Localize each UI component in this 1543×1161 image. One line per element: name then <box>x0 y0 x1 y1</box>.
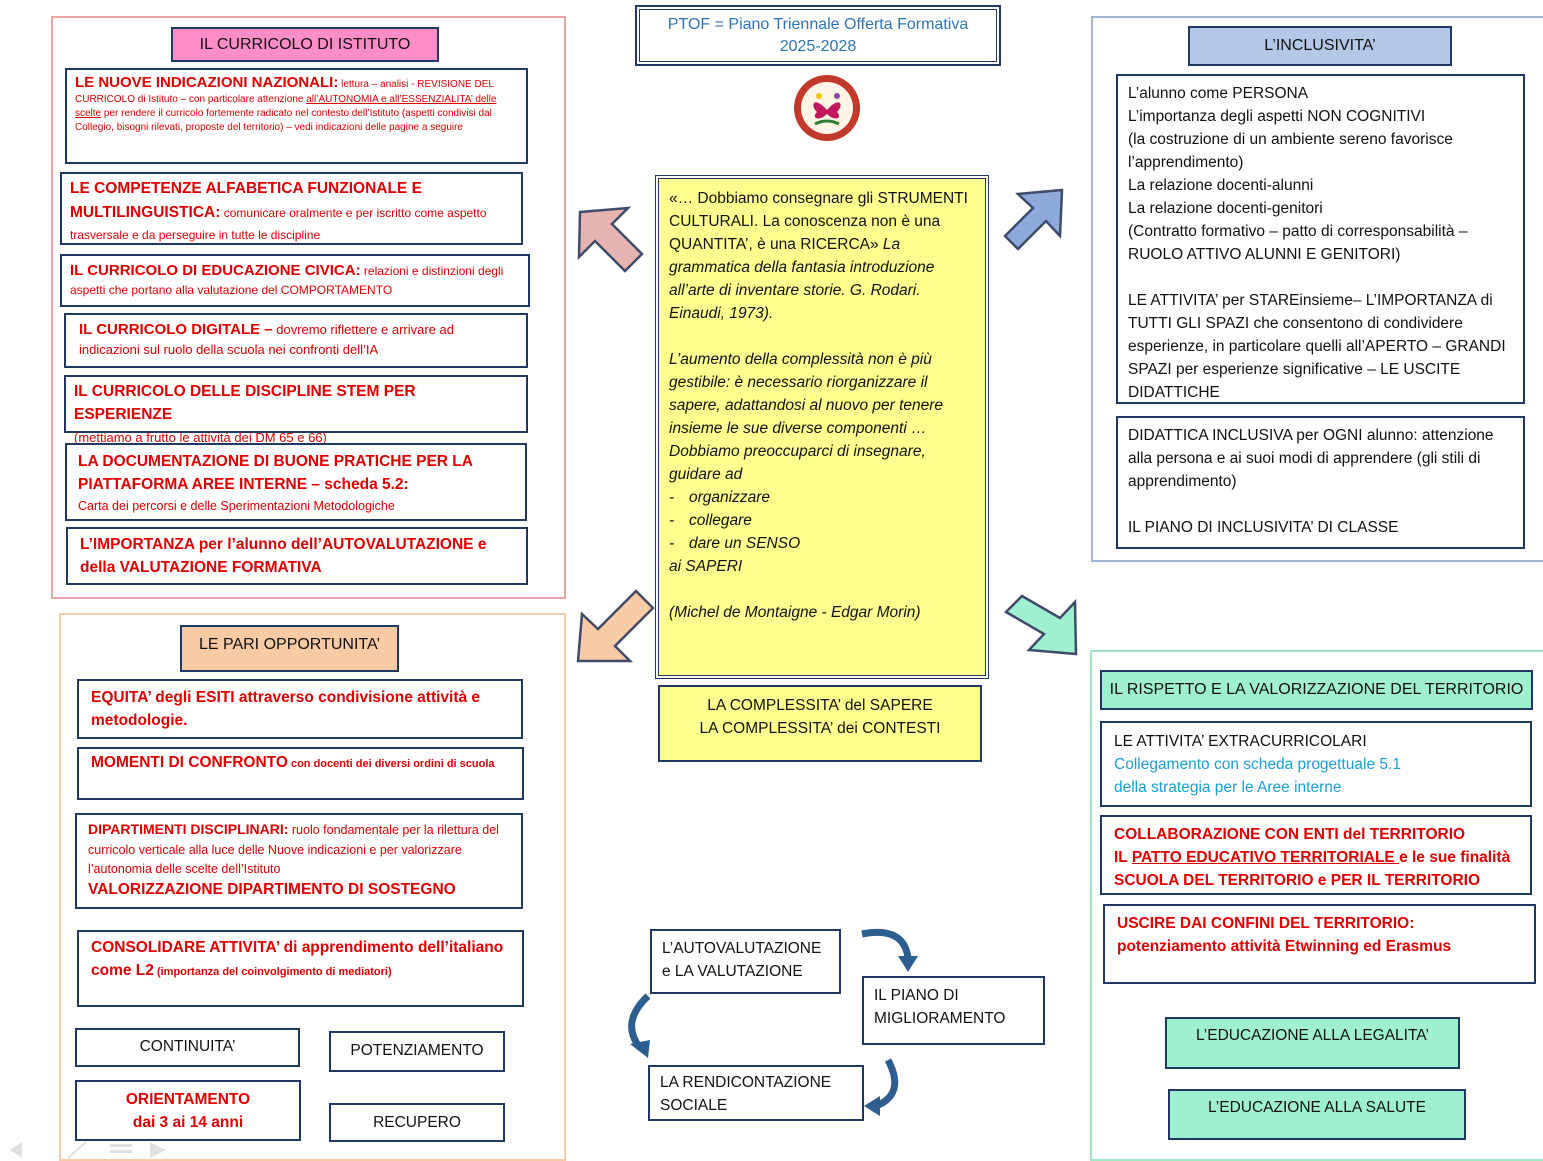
curricolo-box-civica: IL CURRICOLO DI EDUCAZIONE CIVICA: relaz… <box>60 254 530 307</box>
curricolo-box-digitale: IL CURRICOLO DIGITALE – dovremo riflette… <box>64 313 528 368</box>
quote-after: ai SAPERI <box>669 558 743 575</box>
curricolo-title: IL CURRICOLO DI ISTITUTO <box>171 27 439 62</box>
quote-text: «… Dobbiamo consegnare gli STRUMENTI CUL… <box>669 190 968 253</box>
curricolo-panel <box>51 16 566 599</box>
quote-item: -organizzare <box>669 489 770 506</box>
ptof-title-line2: 2025-2028 <box>779 38 857 55</box>
pari-box-italiano-l2: CONSOLIDARE ATTIVITA’ di apprendimento d… <box>77 930 524 1007</box>
territorio-legalita: L’EDUCAZIONE ALLA LEGALITA’ <box>1165 1017 1460 1069</box>
ptof-title-line1: PTOF = Piano Triennale Offerta Formativa <box>667 16 969 33</box>
inclusivita-box-didattica: DIDATTICA INCLUSIVA per OGNI alunno: att… <box>1116 416 1525 549</box>
quote-box: «… Dobbiamo consegnare gli STRUMENTI CUL… <box>655 175 989 679</box>
pari-box-equita: EQUITA’ degli ESITI attraverso condivisi… <box>77 679 523 739</box>
inclusivita-box-persona: L’alunno come PERSONA L’importanza degli… <box>1116 74 1525 404</box>
quote-source: La grammatica della fantasia introduzion… <box>669 236 935 322</box>
territorio-box-extracurricolari: LE ATTIVITA’ EXTRACURRICOLARI Collegamen… <box>1100 721 1532 807</box>
territorio-panel <box>1090 650 1543 1161</box>
curricolo-box-indicazioni: LE NUOVE INDICAZIONI NAZIONALI: lettura … <box>65 68 528 164</box>
quote-paragraph: L’aumento della complessità non è più ge… <box>669 351 944 483</box>
ptof-title-box: PTOF = Piano Triennale Offerta Formativa… <box>635 5 1001 66</box>
pari-panel <box>59 613 566 1161</box>
inclusivita-panel <box>1091 16 1543 562</box>
school-logo <box>794 75 860 141</box>
quote-item: -dare un SENSO <box>669 535 801 552</box>
curricolo-box-competenze: LE COMPETENZE ALFABETICA FUNZIONALE E MU… <box>60 172 523 245</box>
pari-box-confronto: MOMENTI DI CONFRONTO con docenti dei div… <box>77 747 524 800</box>
slide-nav-icon[interactable] <box>8 1140 178 1160</box>
territorio-box-enti: COLLABORAZIONE CON ENTI del TERRITORIO I… <box>1100 815 1532 895</box>
curricolo-box-autovalutazione: L’IMPORTANZA per l’alunno dell’AUTOVALUT… <box>66 527 528 585</box>
pari-orientamento: ORIENTAMENTO dai 3 ai 14 anni <box>75 1080 301 1141</box>
pari-continuita: CONTINUITA’ <box>75 1028 300 1067</box>
curricolo-box-documentazione: LA DOCUMENTAZIONE DI BUONE PRATICHE PER … <box>65 443 527 521</box>
quote-item: -collegare <box>669 512 752 529</box>
pari-title: LE PARI OPPORTUNITA’ <box>180 625 399 672</box>
curricolo-box-stem: IL CURRICOLO DELLE DISCIPLINE STEM PER E… <box>64 375 528 445</box>
territorio-title: IL RISPETTO E LA VALORIZZAZIONE DEL TERR… <box>1100 670 1533 710</box>
complessita-box: LA COMPLESSITA’ del SAPERE LA COMPLESSIT… <box>658 685 982 762</box>
territorio-salute: L’EDUCAZIONE ALLA SALUTE <box>1168 1089 1466 1140</box>
pari-box-dipartimenti: DIPARTIMENTI DISCIPLINARI: ruolo fondame… <box>75 813 523 909</box>
pari-recupero: RECUPERO <box>329 1103 505 1142</box>
pari-potenziamento: POTENZIAMENTO <box>329 1031 505 1072</box>
quote-author: (Michel de Montaigne - Edgar Morin) <box>669 604 921 621</box>
territorio-box-confini: USCIRE DAI CONFINI DEL TERRITORIO: poten… <box>1103 904 1536 984</box>
inclusivita-title: L’INCLUSIVITA’ <box>1188 26 1452 66</box>
